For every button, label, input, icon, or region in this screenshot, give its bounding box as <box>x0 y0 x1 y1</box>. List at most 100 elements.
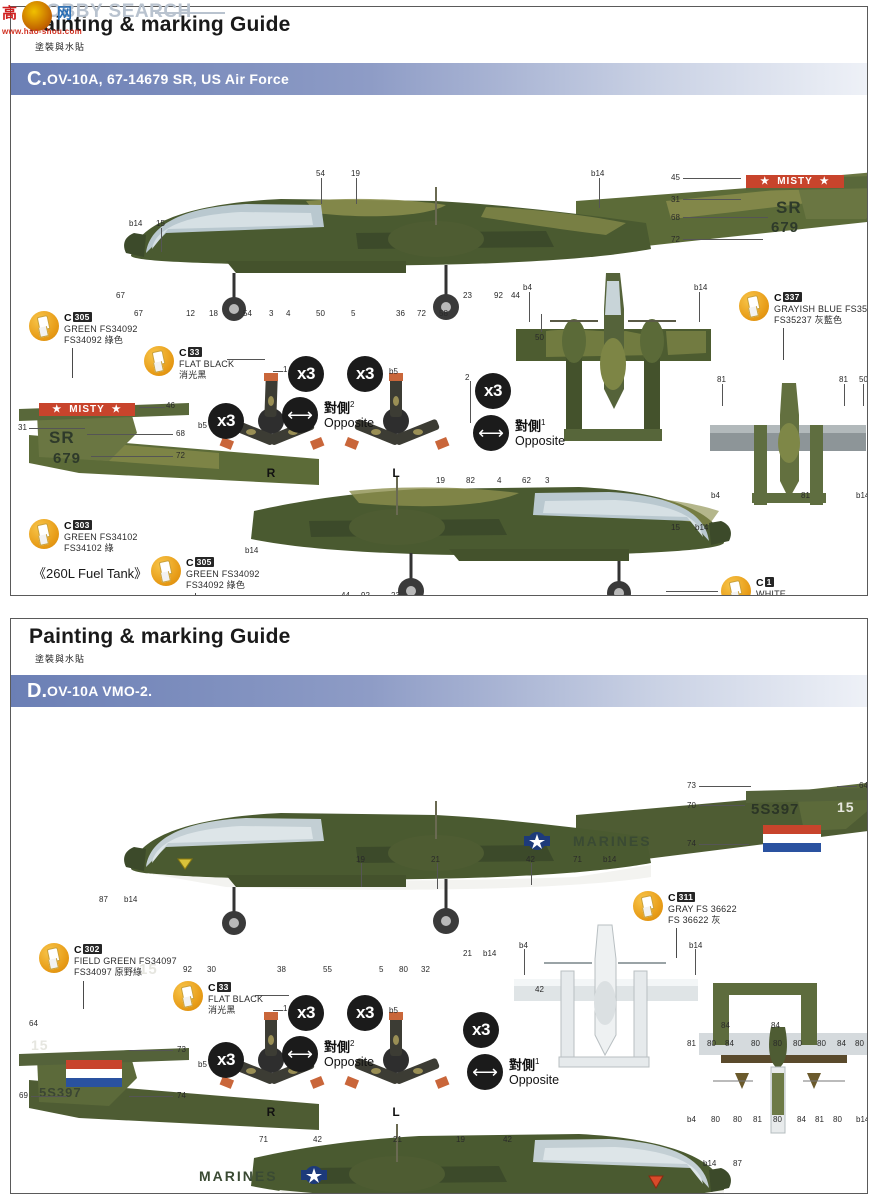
leader-line <box>161 228 162 252</box>
paint-name-cn: FS34097 原野綠 <box>74 966 143 977</box>
prop-tip-callout-1: 1 <box>283 365 288 374</box>
leader-line <box>699 844 749 845</box>
callout-72b: 72 <box>417 309 426 318</box>
leader-line <box>599 178 600 208</box>
opposite-arrow-icon: ⟷ <box>467 1054 503 1090</box>
panel-c-subtitle: 塗裝與水貼 <box>35 42 86 52</box>
callout-81-a: 81 <box>717 375 726 384</box>
opposite-group-l-d: ⟷ 對側1 Opposite <box>467 1054 559 1090</box>
panel-d-body: 5S397 15 MARINES 15 73 70 74 64 87 b14 1… <box>11 763 867 1193</box>
leader-line <box>437 863 438 889</box>
prop-tip-callout-2: 2 <box>465 373 470 382</box>
callout-d-30: 92 <box>183 965 192 974</box>
callout-d-84-top-b: 84 <box>771 1021 780 1030</box>
leader-line <box>356 178 357 204</box>
callout-15-b: 15 <box>671 523 680 532</box>
callout-72-c: 72 <box>176 451 185 460</box>
callout-72: 72 <box>671 235 680 244</box>
callout-d-84-top-a: 84 <box>721 1021 730 1030</box>
callout-d-b14-2: b14 <box>603 855 617 864</box>
paint-leader-line <box>666 591 718 592</box>
callout-d-87: 87 <box>99 895 108 904</box>
callout-d-71: 71 <box>573 855 582 864</box>
callout-50-plan: 50 <box>535 333 544 342</box>
paint-name-en: WHITE <box>756 589 786 596</box>
callout-50: 50 <box>316 309 325 318</box>
callout-b14-d: b14 <box>695 523 709 532</box>
paint-brush-icon <box>29 311 59 341</box>
callout-50-b: 50 <box>859 375 868 384</box>
leader-line <box>273 371 283 372</box>
tail-stripe-blue <box>763 843 821 852</box>
callout-81-b: 81 <box>839 375 848 384</box>
us-star-roundel-bottom <box>301 1166 327 1184</box>
callout-d-69: 69 <box>19 1091 28 1100</box>
aircraft-plan-view-bottom <box>710 383 866 505</box>
callout-23: 23 <box>463 291 472 300</box>
paint-number: 337 <box>782 292 802 303</box>
callout-d-80-b: 80 <box>751 1039 760 1048</box>
leader-line <box>844 384 845 406</box>
x3-badge-l-a: x3 <box>347 356 383 392</box>
aircraft-side-view-bottom-d <box>19 1048 731 1193</box>
leader-line <box>129 1050 173 1051</box>
callout-44-b: 44 <box>341 591 350 596</box>
paint-callout-c1: C1 WHITE 白色 <box>721 576 786 596</box>
panel-c-scheme-bar: C. OV-10A, 67-14679 SR, US Air Force <box>11 63 867 95</box>
callout-d-19-b: 19 <box>456 1135 465 1144</box>
callout-31: 31 <box>671 195 680 204</box>
callout-68-b: 68 <box>176 429 185 438</box>
tail-stripe-white <box>763 834 821 843</box>
tail-serial-top: 679 <box>771 219 800 236</box>
callout-d-38: 30 <box>207 965 216 974</box>
paint-brush-icon <box>739 291 769 321</box>
callout-3: 3 <box>269 309 274 318</box>
callout-d-42-b: 42 <box>313 1135 322 1144</box>
panel-scheme-c: Painting & marking Guide 塗裝與水貼 C. OV-10A… <box>10 6 868 596</box>
aircraft-side-view-top-d <box>124 783 867 935</box>
callout-55: 67 <box>116 291 125 300</box>
leader-line <box>87 434 173 435</box>
paint-number: 302 <box>82 944 102 955</box>
paint-brush-icon <box>721 576 751 595</box>
panel-d-header: Painting & marking Guide 塗裝與水貼 <box>11 619 867 675</box>
tail-code-d-bottom: 5S397 <box>39 1085 82 1100</box>
callout-58: 58 <box>439 309 448 318</box>
callout-92: 92 <box>494 291 503 300</box>
fuel-tank-label-c: 《260L Fuel Tank》 <box>33 566 148 581</box>
leader-line <box>541 314 542 332</box>
paint-name-cn: 消光黑 <box>179 369 207 380</box>
paint-number: 311 <box>676 892 696 903</box>
nose-number-d-side: 15 <box>139 961 158 978</box>
callout-d-73-b: 73 <box>177 1045 186 1054</box>
nose-number-d-top: 15 <box>837 799 855 815</box>
callout-31-b: 31 <box>18 423 27 432</box>
prop-part-b5-l: b5 <box>389 367 398 376</box>
paint-brush-icon <box>29 519 59 549</box>
callout-d-64-b: 64 <box>29 1019 38 1028</box>
opposite-label-en: Opposite <box>324 415 375 430</box>
panel-c-scheme-letter: C. <box>27 68 47 90</box>
callout-18: 18 <box>209 309 218 318</box>
callout-d-80-g: 80 <box>711 1115 720 1124</box>
callout-d-70: 70 <box>687 801 696 810</box>
leader-line <box>139 407 165 408</box>
leader-line <box>863 384 864 406</box>
paint-name-cn: 消光黑 <box>208 1004 236 1015</box>
opposite-label-cn: 對側2 <box>324 1038 355 1054</box>
paint-leader-line <box>227 359 265 360</box>
opposite-arrow-icon: ⟷ <box>282 1036 318 1072</box>
paint-name-en: GRAYISH BLUE FS35237 <box>774 304 868 315</box>
callout-d-80-h: 80 <box>733 1115 742 1124</box>
propeller-left-svg <box>344 373 450 450</box>
propeller-right-d-svg <box>219 1012 325 1089</box>
opposite-label-en: Opposite <box>324 1054 375 1069</box>
callout-45: 45 <box>671 173 680 182</box>
paint-name-en: GREEN FS34092 <box>186 569 260 580</box>
